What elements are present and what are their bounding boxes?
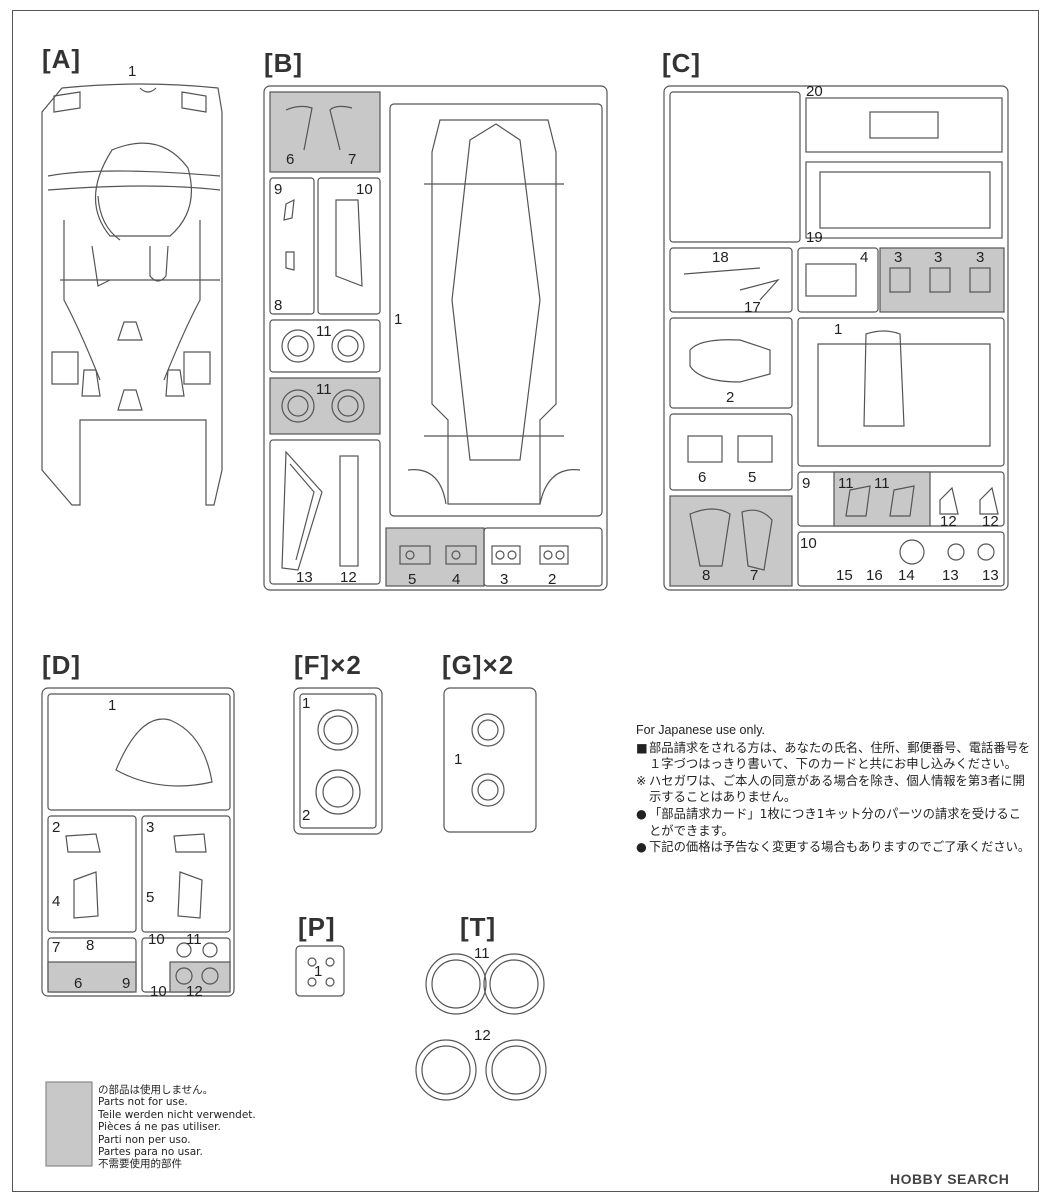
part-num: 11: [186, 931, 202, 948]
part-num: 9: [274, 181, 283, 198]
part-num: 11: [474, 945, 490, 962]
part-num: 8: [702, 567, 711, 584]
part-num: 11: [316, 323, 332, 340]
part-num: 3: [500, 571, 509, 588]
sprue-d-frame: [41, 687, 235, 997]
part-num: 7: [750, 567, 759, 584]
unused-parts-legend: の部品は使用しません。 Parts not for use. Teile wer…: [98, 1084, 256, 1171]
note-header: For Japanese use only.: [636, 723, 766, 737]
page-frame: [12, 10, 1039, 1192]
part-num: 17: [744, 299, 761, 316]
part-num: 7: [348, 151, 357, 168]
watermark-logo: HOBBY SEARCH: [890, 1171, 1010, 1187]
part-num: 11: [874, 475, 890, 492]
part-a1-cockpit-shape: [41, 83, 223, 506]
japanese-parts-note: For Japanese use only. ■部品請求をされる方は、あなたの氏…: [636, 722, 1032, 856]
part-num: 2: [302, 807, 311, 824]
part-num: 10: [148, 931, 165, 948]
part-num: 12: [982, 513, 999, 530]
section-label-f: [F]×2: [294, 650, 362, 680]
sprue-g-frame: [443, 687, 537, 833]
section-label-c: [C]: [662, 48, 702, 78]
part-num: 18: [712, 249, 729, 266]
note-line: ●「部品請求カード」1枚につき1キット分のパーツの請求を受けることができます。: [636, 806, 1022, 838]
part-num: 5: [408, 571, 417, 588]
part-num: 6: [286, 151, 295, 168]
part-num: 1: [314, 963, 323, 980]
part-num: 6: [74, 975, 83, 992]
sprue-b-frame: [263, 85, 608, 591]
section-label-d: [D]: [42, 650, 82, 680]
section-label-t: [T]: [460, 912, 497, 942]
part-num: 10: [150, 983, 167, 1000]
part-num: 12: [186, 983, 203, 1000]
section-label-b: [B]: [264, 48, 304, 78]
unused-legend-swatch: [45, 1081, 93, 1167]
part-num: 10: [356, 181, 373, 198]
part-num: 12: [940, 513, 957, 530]
part-num: 8: [274, 297, 283, 314]
part-num: 14: [898, 567, 915, 584]
part-num: 1: [128, 63, 137, 80]
part-num: 12: [340, 569, 357, 586]
sprue-f-frame: [293, 687, 383, 835]
note-line: ■部品請求をされる方は、あなたの氏名、住所、郵便番号、電話番号を１字づつはっきり…: [636, 740, 1031, 772]
part-num: 2: [52, 819, 61, 836]
part-num: 20: [806, 83, 823, 100]
note-line: ●下記の価格は予告なく変更する場合もありますのでご了承ください。: [636, 840, 1031, 855]
part-num: 3: [976, 249, 985, 266]
part-num: 9: [802, 475, 811, 492]
section-label-g: [G]×2: [442, 650, 515, 680]
part-num: 4: [452, 571, 461, 588]
part-num: 3: [934, 249, 943, 266]
part-num: 19: [806, 229, 823, 246]
part-num: 3: [894, 249, 903, 266]
part-num: 3: [146, 819, 155, 836]
part-num: 2: [548, 571, 557, 588]
section-label-p: [P]: [298, 912, 336, 942]
part-num: 16: [866, 567, 883, 584]
part-num: 13: [296, 569, 313, 586]
part-num: 10: [800, 535, 817, 552]
sprue-p-frame: [295, 945, 345, 997]
note-line: ※ハセガワは、ご本人の同意がある場合を除き、個人情報を第3者に開示することはあり…: [636, 773, 1025, 805]
part-num: 11: [316, 381, 332, 398]
part-num: 2: [726, 389, 735, 406]
part-num: 6: [698, 469, 707, 486]
sprue-c-frame: [663, 85, 1009, 591]
part-num: 4: [52, 893, 61, 910]
part-num: 1: [394, 311, 403, 328]
part-num: 11: [838, 475, 854, 492]
part-num: 15: [836, 567, 853, 584]
part-num: 12: [474, 1027, 491, 1044]
part-num: 1: [108, 697, 117, 714]
part-num: 8: [86, 937, 95, 954]
sprue-t-tires: [415, 953, 547, 1101]
part-num: 1: [302, 695, 311, 712]
part-num: 1: [834, 321, 843, 338]
part-num: 5: [748, 469, 757, 486]
part-num: 4: [860, 249, 869, 266]
part-num: 13: [942, 567, 959, 584]
part-num: 7: [52, 939, 61, 956]
section-label-a: [A]: [42, 44, 82, 74]
part-num: 1: [454, 751, 463, 768]
part-num: 13: [982, 567, 999, 584]
part-num: 9: [122, 975, 131, 992]
part-num: 5: [146, 889, 155, 906]
